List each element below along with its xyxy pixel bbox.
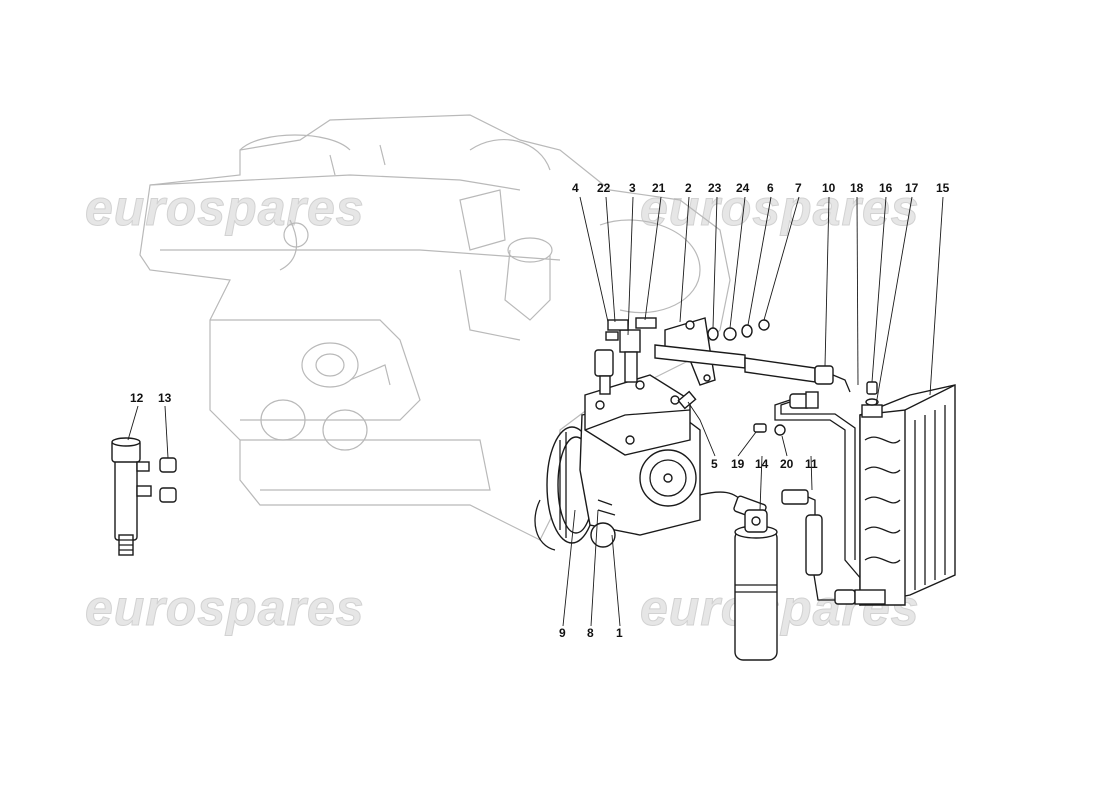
engine-outline xyxy=(139,114,731,541)
callout-6: 6 xyxy=(767,181,774,195)
leader-lines xyxy=(127,196,944,627)
fitting-assembly-12 xyxy=(111,437,177,556)
callout-11: 11 xyxy=(805,457,818,471)
bolt-22 xyxy=(607,319,629,331)
callout-labels: 4 22 3 21 2 23 24 6 7 10 18 16 17 15 5 1… xyxy=(130,181,950,640)
callout-23: 23 xyxy=(708,181,722,195)
condenser-15 xyxy=(854,381,956,606)
bracket-17 xyxy=(861,404,883,418)
receiver-drier-14 xyxy=(734,423,786,661)
callout-8: 8 xyxy=(587,626,594,640)
callout-7: 7 xyxy=(795,181,802,195)
washer-4 xyxy=(605,331,619,341)
nut-24 xyxy=(723,327,737,341)
nut-7 xyxy=(758,319,770,331)
callout-4: 4 xyxy=(572,181,579,195)
callout-10: 10 xyxy=(822,181,836,195)
watermark-group: eurospares eurospares eurospares eurospa… xyxy=(85,180,920,637)
callout-17: 17 xyxy=(905,181,919,195)
callout-14: 14 xyxy=(755,457,769,471)
callout-22: 22 xyxy=(597,181,611,195)
callout-15: 15 xyxy=(936,181,950,195)
callout-18: 18 xyxy=(850,181,864,195)
callout-16: 16 xyxy=(879,181,893,195)
watermark-top-left: eurospares xyxy=(85,180,365,236)
washer-23 xyxy=(707,327,719,341)
watermark-top-right: eurospares xyxy=(640,180,920,236)
callout-9: 9 xyxy=(559,626,566,640)
callout-21: 21 xyxy=(652,181,666,195)
callout-1: 1 xyxy=(616,626,623,640)
callout-5: 5 xyxy=(711,457,718,471)
watermark-bottom-left: eurospares xyxy=(85,580,365,636)
cap-nut-13b xyxy=(159,487,177,503)
callout-12: 12 xyxy=(130,391,144,405)
cap-nut-13a xyxy=(159,457,177,473)
washer-16 xyxy=(865,398,879,406)
callout-2: 2 xyxy=(685,181,692,195)
washer-20 xyxy=(774,424,786,436)
screw-19 xyxy=(753,423,767,433)
compressor xyxy=(534,329,701,551)
callout-13: 13 xyxy=(158,391,172,405)
bolt-18 xyxy=(866,381,878,395)
bolt-21 xyxy=(635,317,657,329)
callout-3: 3 xyxy=(629,181,636,195)
hose-lines xyxy=(654,344,863,605)
callout-24: 24 xyxy=(736,181,750,195)
callout-19: 19 xyxy=(731,457,745,471)
callout-20: 20 xyxy=(780,457,794,471)
nut-6 xyxy=(741,324,753,338)
